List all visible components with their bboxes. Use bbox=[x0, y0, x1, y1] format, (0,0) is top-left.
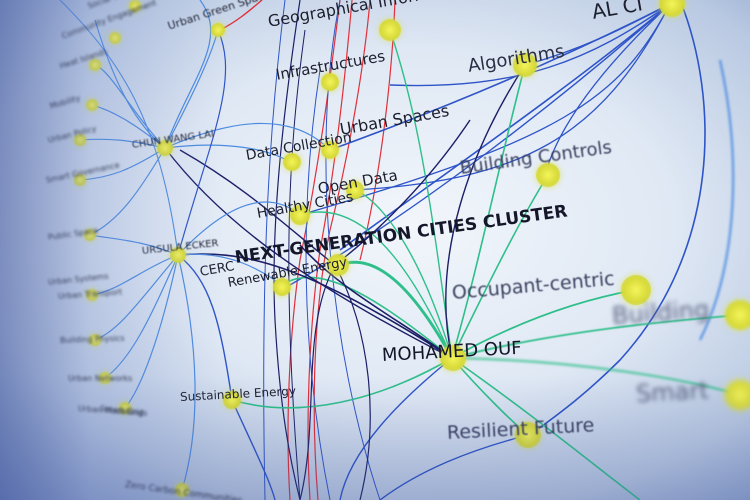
node-urban-green-spaces[interactable] bbox=[211, 23, 225, 37]
edge bbox=[177, 254, 196, 491]
edge bbox=[451, 174, 549, 359]
edge bbox=[231, 399, 276, 500]
node-geo-info[interactable] bbox=[379, 19, 401, 41]
label-smart: Smart bbox=[635, 376, 710, 408]
edge bbox=[299, 264, 336, 500]
edge bbox=[339, 357, 453, 500]
edge bbox=[231, 357, 453, 409]
small-label: Urban Networks bbox=[68, 374, 133, 383]
node-small-2[interactable] bbox=[109, 32, 121, 44]
node-smart[interactable] bbox=[725, 380, 750, 410]
node-small-4[interactable] bbox=[86, 99, 98, 111]
edge bbox=[94, 19, 166, 149]
edge bbox=[79, 147, 166, 181]
node-buildings[interactable] bbox=[725, 300, 750, 330]
edge bbox=[379, 434, 529, 500]
edge bbox=[89, 147, 166, 236]
